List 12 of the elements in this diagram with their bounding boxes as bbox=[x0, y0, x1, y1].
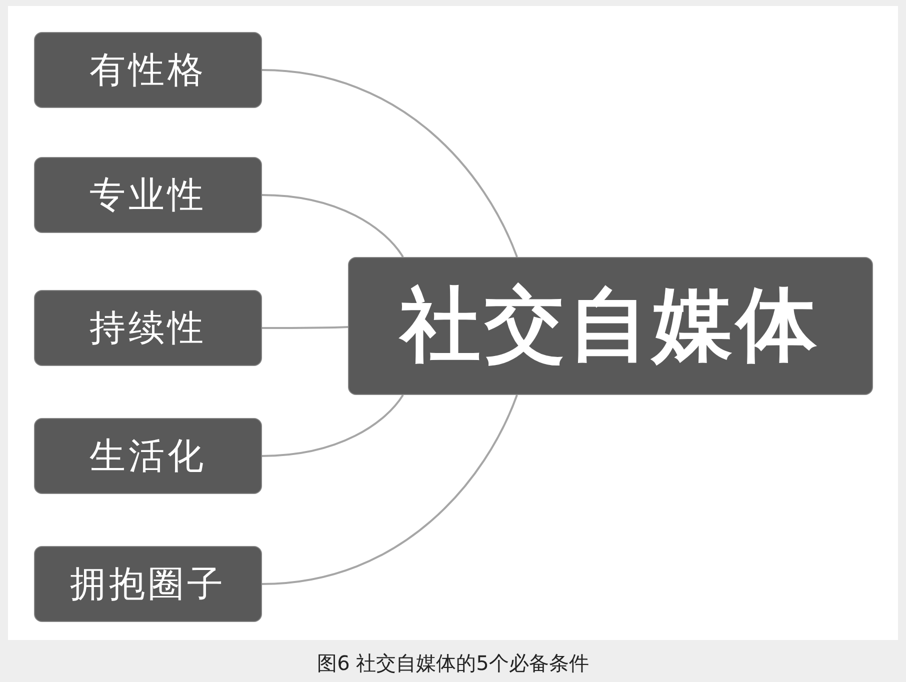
caption: 图6 社交自媒体的5个必备条件 bbox=[317, 650, 589, 676]
topic-box: 专业性 bbox=[34, 157, 262, 233]
connector-line bbox=[262, 326, 348, 329]
topic-box: 有性格 bbox=[34, 32, 262, 108]
connector-line bbox=[262, 69, 518, 258]
topic-box: 拥抱圈子 bbox=[34, 546, 262, 622]
connector-line bbox=[262, 394, 404, 457]
connector-line bbox=[262, 194, 404, 258]
central-topic-box: 社交自媒体 bbox=[348, 257, 873, 395]
topic-box: 持续性 bbox=[34, 290, 262, 366]
topic-box: 生活化 bbox=[34, 418, 262, 494]
connector-line bbox=[262, 394, 518, 585]
